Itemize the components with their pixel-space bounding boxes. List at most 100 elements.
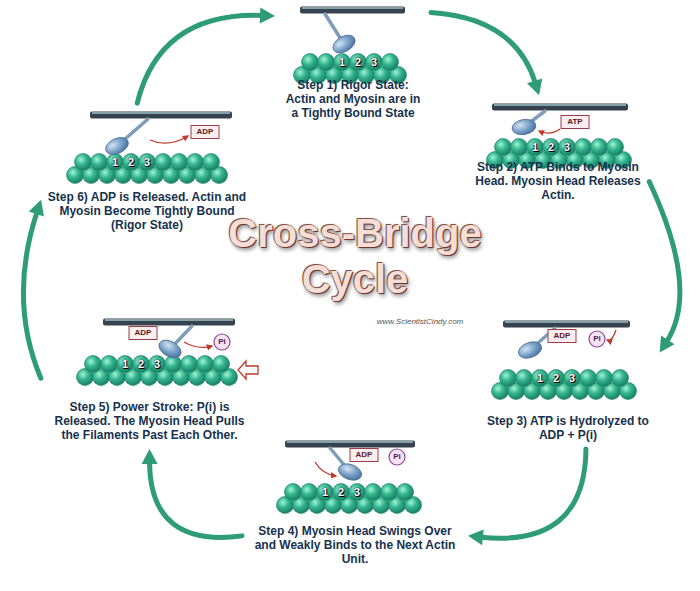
callout-number: 3 xyxy=(144,157,150,168)
arrow-line xyxy=(649,182,680,342)
filament-highlight xyxy=(105,319,233,321)
myosin-filament xyxy=(90,112,232,119)
myosin-head xyxy=(330,32,358,57)
actin-monomer xyxy=(203,154,220,171)
actin-monomer xyxy=(381,484,398,501)
step-caption: Step 4) Myosin Head Swings Over and Weak… xyxy=(245,524,465,566)
cycle-arrow xyxy=(649,182,680,353)
callout-number: 1 xyxy=(122,359,128,370)
callout-number: 1 xyxy=(532,142,538,153)
myosin-filament xyxy=(103,319,235,326)
actin-monomer xyxy=(75,154,92,171)
myosin-head xyxy=(511,118,537,137)
step-caption: Step 3) ATP is Hydrolyzed to ADP + P(i) xyxy=(478,414,658,442)
step-caption: Step 2) ATP Binds to Myosin Head. Myosin… xyxy=(468,160,648,202)
actin-monomer xyxy=(149,356,166,373)
motion-arrow xyxy=(150,136,188,143)
actin-monomer xyxy=(500,370,517,387)
nucleotide-label: ADP xyxy=(135,329,152,337)
arrow-line xyxy=(137,15,262,103)
actin-monomer xyxy=(365,484,382,501)
myosin-head xyxy=(336,461,364,483)
motion-arrow xyxy=(539,129,560,133)
phosphate-label: Pi xyxy=(218,338,226,346)
actin-monomer xyxy=(285,484,302,501)
motion-arrow xyxy=(184,342,212,347)
step-panel: Step 1) Rigor State: Actin and Myosin ar… xyxy=(278,4,428,124)
step-caption: Step 6) ADP is Released. Actin and Myosi… xyxy=(42,190,252,232)
cycle-arrow xyxy=(23,200,44,378)
actin-monomer xyxy=(85,356,102,373)
actin-monomer xyxy=(334,54,351,71)
callout-number: 3 xyxy=(371,57,377,68)
myosin-head xyxy=(103,134,131,158)
actin-monomer xyxy=(171,154,188,171)
actin-filament xyxy=(77,356,238,386)
filament-highlight xyxy=(287,441,413,443)
nucleotide-box xyxy=(191,126,219,139)
actin-monomer xyxy=(117,356,134,373)
actin-monomer xyxy=(596,370,613,387)
actin-monomer xyxy=(575,139,592,156)
actin-monomer xyxy=(382,54,399,71)
actin-monomer xyxy=(607,139,624,156)
actin-monomer xyxy=(591,139,608,156)
actin-monomer xyxy=(548,370,565,387)
actin-monomer xyxy=(564,370,581,387)
callout-number: 1 xyxy=(339,57,345,68)
actin-monomer xyxy=(350,54,367,71)
actin-filament xyxy=(492,370,637,400)
filament-highlight xyxy=(302,7,403,9)
step-panel: Step 6) ADP is Released. Actin and Myosi… xyxy=(42,106,252,236)
myosin-filament xyxy=(285,441,415,448)
movement-arrow xyxy=(238,361,258,379)
arrow-line xyxy=(150,462,242,537)
actin-monomer xyxy=(301,484,318,501)
actin-monomer xyxy=(181,356,198,373)
actin-monomer xyxy=(317,484,334,501)
nucleotide-label: ADP xyxy=(356,451,373,459)
callout-number: 1 xyxy=(112,157,118,168)
actin-monomer xyxy=(123,154,140,171)
actin-monomer xyxy=(349,484,366,501)
filament-highlight xyxy=(494,104,626,106)
callout-number: 2 xyxy=(338,487,344,498)
phosphate-circle xyxy=(214,334,230,350)
actin-monomer xyxy=(187,154,204,171)
callout-number: 1 xyxy=(322,487,328,498)
actin-monomer xyxy=(91,154,108,171)
actin-monomer xyxy=(511,139,528,156)
filament-highlight xyxy=(92,112,230,114)
myosin-head xyxy=(156,337,184,362)
actin-monomer xyxy=(101,356,118,373)
step-panel: Step 2) ATP Binds to Myosin Head. Myosin… xyxy=(468,98,648,206)
actin-monomer xyxy=(197,356,214,373)
nucleotide-box xyxy=(350,449,378,462)
actin-monomer xyxy=(333,484,350,501)
nucleotide-label: ADP xyxy=(197,128,214,136)
arrow-line xyxy=(431,13,535,83)
actin-monomer xyxy=(580,370,597,387)
actin-filament xyxy=(67,154,228,184)
phosphate-circle xyxy=(589,331,605,347)
callout-number: 2 xyxy=(138,359,144,370)
cycle-arrow xyxy=(142,449,242,537)
motion-arrow xyxy=(607,330,616,340)
callout-number: 2 xyxy=(355,57,361,68)
nucleotide-box xyxy=(561,116,589,129)
actin-monomer xyxy=(318,54,335,71)
actin-monomer xyxy=(139,154,156,171)
actin-monomer xyxy=(107,154,124,171)
step-caption: Step 1) Rigor State: Actin and Myosin ar… xyxy=(278,78,428,120)
actin-monomer xyxy=(133,356,150,373)
actin-monomer xyxy=(155,154,172,171)
callout-number: 3 xyxy=(154,359,160,370)
callout-number: 2 xyxy=(553,373,559,384)
callout-number: 3 xyxy=(569,373,575,384)
phosphate-label: Pi xyxy=(393,453,401,461)
myosin-filament xyxy=(503,321,630,328)
actin-monomer xyxy=(213,356,230,373)
cycle-arrow xyxy=(431,13,542,96)
nucleotide-label: ADP xyxy=(554,332,571,340)
